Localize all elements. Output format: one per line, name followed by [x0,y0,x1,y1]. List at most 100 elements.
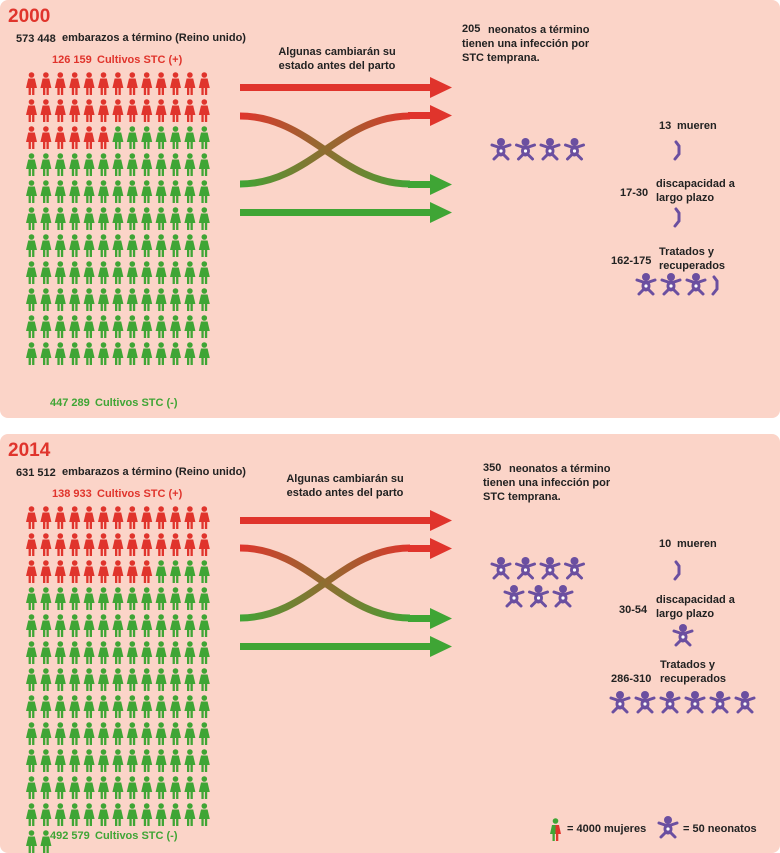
woman-icon [170,722,181,745]
woman-icon [69,722,81,745]
woman-icon [40,99,52,122]
woman-icon [83,261,95,284]
woman-icon [198,587,210,610]
woman-icon [40,830,52,853]
baby-icon [660,273,682,296]
woman-icon [40,207,52,230]
panel-2000: 2000 573 448 embarazos a término (Reino … [0,0,780,418]
positive-value: 126 159 [52,54,92,66]
woman-icon [112,749,124,772]
woman-icon [40,641,52,664]
woman-icon [141,641,153,664]
woman-icon [98,803,109,826]
woman-icon [141,668,153,691]
woman-icon [198,641,210,664]
woman-icon [550,818,561,841]
woman-icon [141,587,153,610]
woman-icon [112,587,124,610]
woman-icon [126,180,138,203]
woman-icon [83,668,95,691]
woman-icon [83,776,95,799]
woman-icon [141,803,153,826]
woman-icon [184,72,196,95]
woman-icon [170,668,181,691]
woman-icon [98,126,109,149]
woman-icon [170,315,181,338]
arrow-red-mid-head [430,538,452,559]
woman-icon [184,288,196,311]
woman-icon [141,315,153,338]
arrow-green-bottom [240,209,432,216]
disability-label: discapacidad a largo plazo [656,594,735,620]
woman-icon [54,234,66,257]
woman-icon [155,234,167,257]
woman-icon [98,506,109,529]
woman-icon [83,207,95,230]
woman-icon [155,207,167,230]
woman-icon [170,99,181,122]
curve-green-to-red [239,112,411,188]
woman-icon [69,99,81,122]
woman-icon [98,641,109,664]
legend-icons [550,816,679,841]
woman-icon [126,342,138,365]
positive-value: 138 933 [52,488,92,500]
woman-icon [126,803,138,826]
woman-icon [40,560,52,583]
baby-icon [672,624,694,647]
woman-icon [112,533,124,556]
woman-icon [98,749,109,772]
woman-icon [141,99,153,122]
woman-icon [112,776,124,799]
woman-icon [126,506,138,529]
woman-icon [184,749,196,772]
woman-icon [69,180,81,203]
woman-icon [83,614,95,637]
women-grid [26,506,210,853]
woman-icon [54,153,66,176]
woman-icon [69,560,81,583]
woman-icon [69,533,81,556]
woman-icon [112,234,124,257]
woman-icon [141,72,153,95]
arrow-green-bottom [240,643,432,650]
disability-value: 30-54 [619,604,648,616]
woman-icon [54,614,66,637]
woman-icon [26,614,37,637]
woman-icon [69,234,81,257]
arrow-red-mid [408,112,432,119]
negative-value: 492 579 [50,830,90,842]
woman-icon [184,668,196,691]
woman-icon [198,342,210,365]
woman-icon [112,722,124,745]
woman-icon [54,641,66,664]
woman-icon [155,506,167,529]
woman-icon [54,668,66,691]
woman-icon [155,533,167,556]
woman-icon [141,776,153,799]
woman-icon [98,315,109,338]
treated-value: 162-175 [611,255,652,267]
legend-baby-label: = 50 neonatos [683,823,757,835]
woman-icon [155,587,167,610]
woman-icon [141,261,153,284]
woman-icon [40,342,52,365]
baby-icon [734,691,756,714]
woman-icon [112,180,124,203]
woman-icon [54,722,66,745]
woman-icon [170,342,181,365]
woman-icon [126,641,138,664]
baby-icon [564,557,585,580]
woman-icon [98,614,109,637]
women-grid [26,72,210,365]
woman-icon [184,153,196,176]
arrow-red-mid-head [430,105,452,126]
woman-icon [69,776,81,799]
arrow-green-mid [408,181,432,188]
woman-icon [141,614,153,637]
woman-icon [198,533,210,556]
woman-icon [26,72,37,95]
woman-icon [155,315,167,338]
woman-icon [69,506,81,529]
woman-icon [155,99,167,122]
